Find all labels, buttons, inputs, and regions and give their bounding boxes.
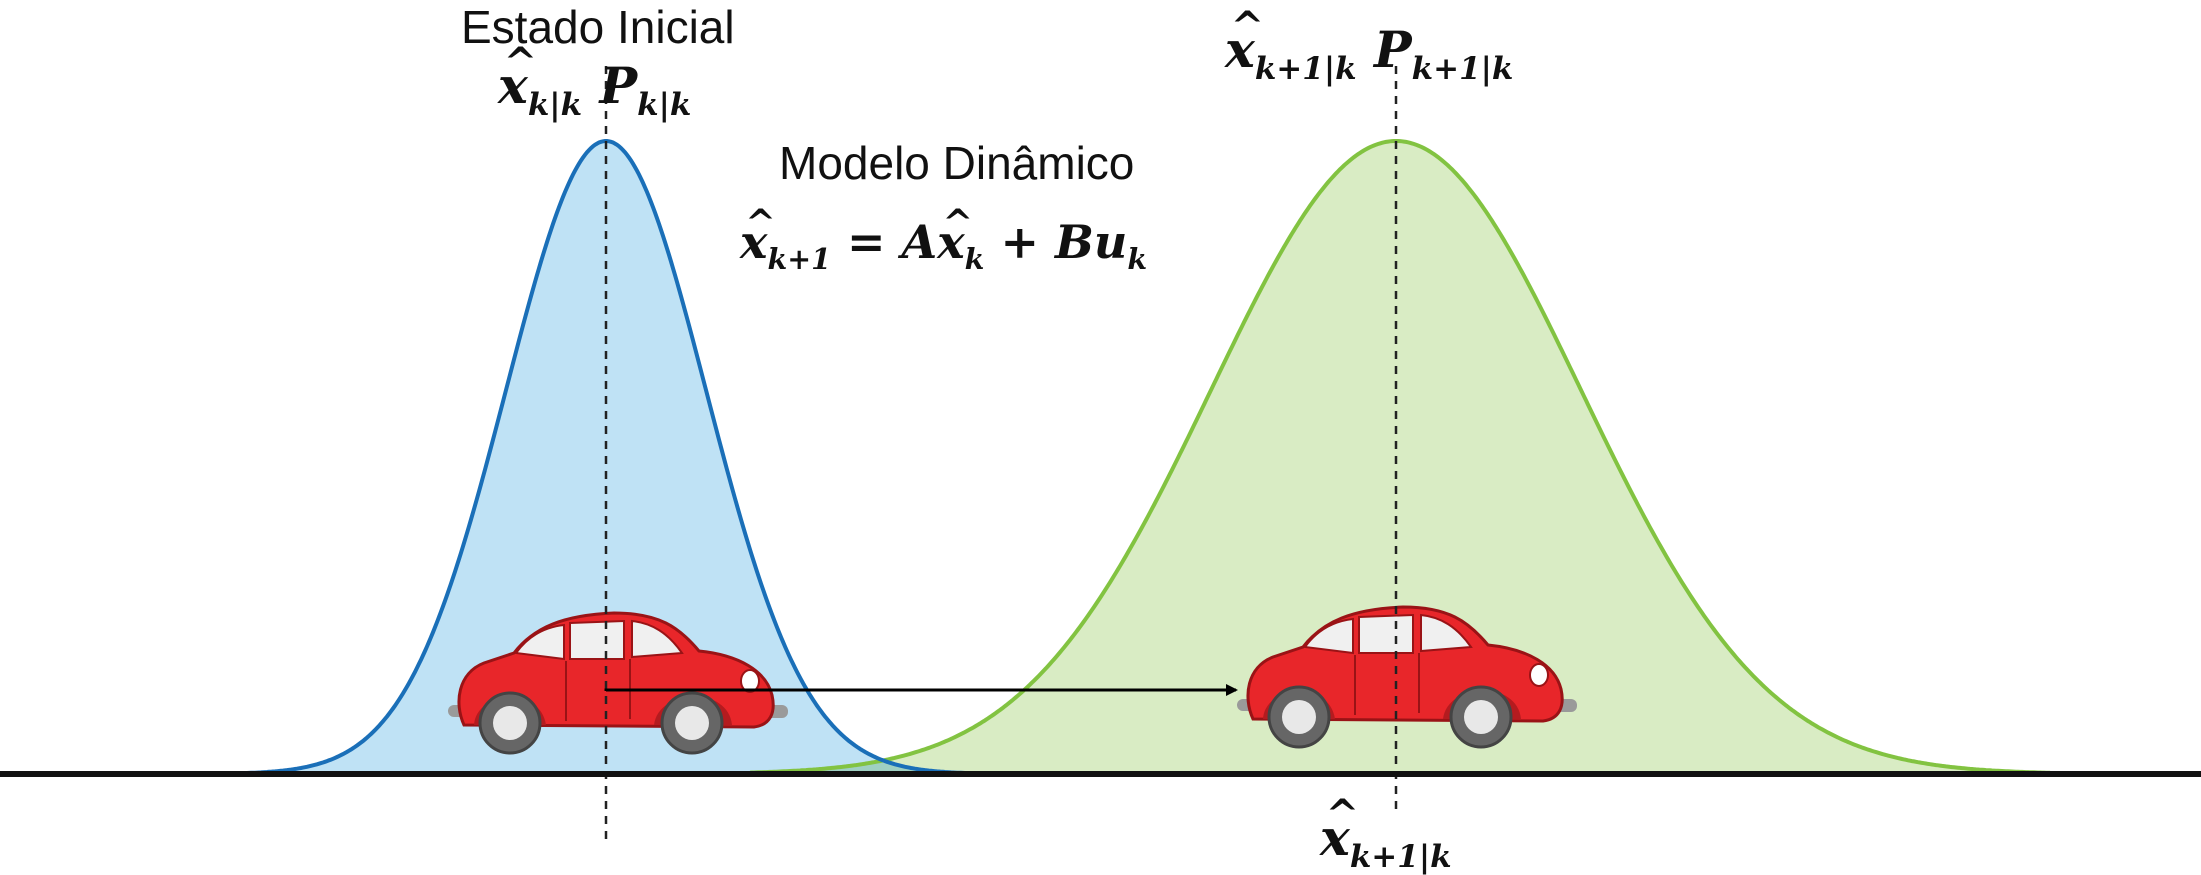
- initial-state-label: Estado Inicial: [461, 1, 735, 53]
- predicted-distribution-fill: [750, 141, 2050, 774]
- predicted-estimate-label: xk+1|k Pk+1|k: [1225, 3, 1513, 87]
- predicted-distribution-curve: [749, 139, 2051, 775]
- dynamic-model-label: Modelo Dinâmico: [779, 137, 1135, 189]
- motion-arrow: [604, 684, 1238, 696]
- dynamic-model-equation: xk+1 = Axk + Buk: [740, 200, 1147, 276]
- bottom-predicted-estimate-label: xk+1|k: [1320, 791, 1452, 875]
- initial-estimate-label: xk|k Pk|k: [498, 39, 691, 123]
